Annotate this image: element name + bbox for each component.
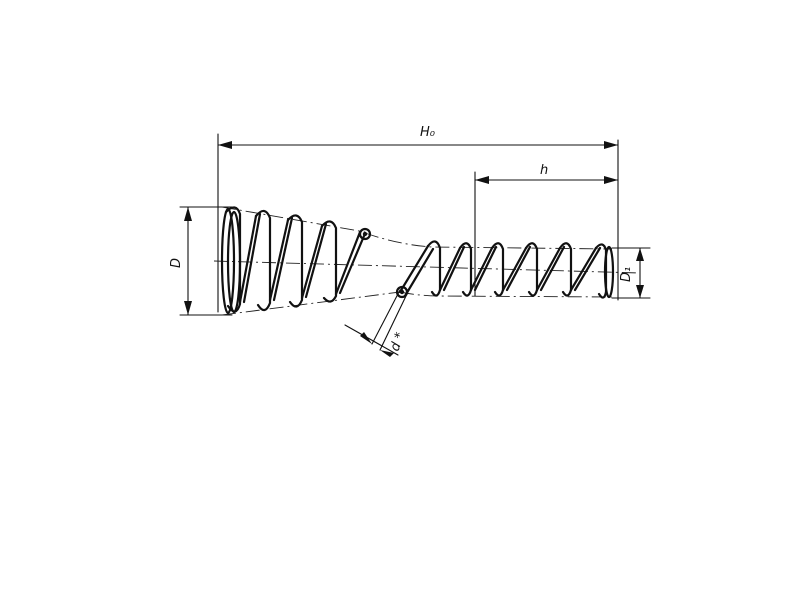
- centerlines: [213, 206, 641, 316]
- large-diameter-label: D: [169, 258, 184, 268]
- overall-length-label: H₀: [420, 125, 436, 140]
- wire-diameter-label: d *: [388, 330, 409, 353]
- transition-wire: [395, 244, 435, 299]
- small-coil-section: [426, 240, 615, 299]
- large-coil-section: [220, 206, 372, 315]
- small-diameter-label: D₁: [619, 267, 634, 282]
- partial-length-dimension: h: [474, 163, 619, 297]
- wire-diameter-dimension: d *: [344, 289, 409, 357]
- partial-length-label: h: [540, 163, 548, 178]
- large-diameter-dimension: D: [169, 206, 233, 316]
- overall-length-dimension: H₀: [217, 125, 619, 313]
